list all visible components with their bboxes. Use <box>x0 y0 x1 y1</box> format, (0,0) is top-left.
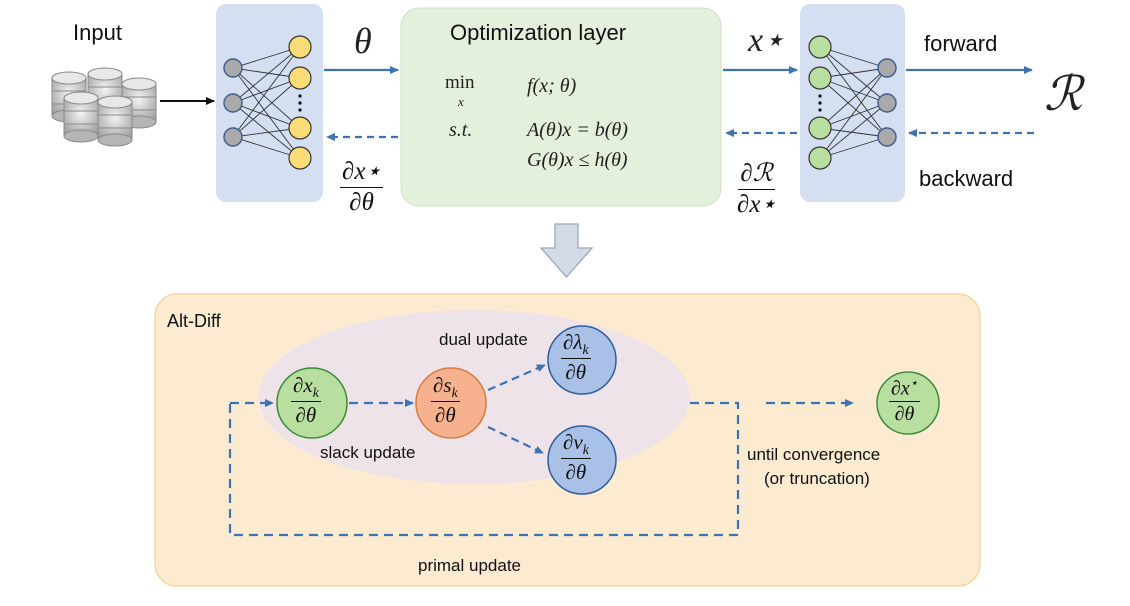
backward-label: backward <box>919 166 1014 191</box>
database-icon <box>51 67 157 147</box>
subject-to-label: s.t. <box>449 119 473 141</box>
min-operator: min <box>445 72 475 93</box>
node-s-circle <box>415 367 487 439</box>
node-s-den: ∂θ <box>434 403 456 428</box>
convergence-label-line1: until convergence <box>747 445 881 464</box>
grad-xstar-theta-num: ∂x⋆ <box>340 158 384 188</box>
altdiff-title: Alt-Diff <box>167 311 221 331</box>
input-label: Input <box>73 20 122 45</box>
node-s-label: ∂sk ∂θ <box>431 373 460 428</box>
down-arrow <box>539 223 594 278</box>
forward-label: forward <box>924 31 998 56</box>
node-out-label: ∂x⋆ ∂θ <box>889 375 920 426</box>
node-nu-num-sub: k <box>582 442 589 458</box>
min-subscript: x <box>458 94 464 109</box>
convergence-label-line2: (or truncation) <box>764 469 870 488</box>
optimization-layer-title: Optimization layer <box>450 20 627 45</box>
node-nu-num: ∂ν <box>563 430 583 454</box>
xstar-label: x⋆ <box>748 22 785 59</box>
node-lambda-num-sub: k <box>582 342 589 358</box>
node-lambda-label: ∂λk ∂θ <box>561 330 591 385</box>
left-network-neurons <box>223 35 312 170</box>
grad-risk-xstar: ∂ℛ ∂x⋆ <box>737 160 776 219</box>
grad-risk-xstar-den: ∂x⋆ <box>737 190 777 218</box>
left-network-edges <box>232 46 301 159</box>
node-nu-den: ∂θ <box>565 460 587 485</box>
equality-constraint: A(θ)x = b(θ) <box>527 119 628 141</box>
grad-risk-xstar-num: ∂ℛ <box>738 160 775 190</box>
node-s-num: ∂s <box>433 373 452 397</box>
node-x-num: ∂x <box>293 373 313 397</box>
node-s-num-sub: k <box>451 385 458 401</box>
node-out-num: ∂x <box>891 377 910 400</box>
s-to-lambda-arrow <box>487 363 546 392</box>
node-out-circle <box>876 371 940 435</box>
node-x-label: ∂xk ∂θ <box>291 373 321 428</box>
theta-label: θ <box>354 21 372 61</box>
node-x-num-sub: k <box>312 385 319 401</box>
right-network-edges <box>819 46 888 159</box>
node-nu-circle <box>547 425 617 495</box>
node-lambda-den: ∂θ <box>565 360 587 385</box>
optimization-layer-panel <box>400 7 722 207</box>
node-lambda-circle <box>547 325 617 395</box>
objective-function: f(x; θ) <box>527 75 577 97</box>
s-to-nu-arrow <box>487 426 544 454</box>
node-out-den: ∂θ <box>894 402 915 425</box>
right-network-neurons <box>808 35 897 170</box>
slack-update-label: slack update <box>320 443 416 462</box>
node-out-num-sup: ⋆ <box>909 375 918 390</box>
node-x-circle <box>276 367 348 439</box>
grad-xstar-theta-den: ∂θ <box>349 188 374 216</box>
dual-update-label: dual update <box>439 330 528 349</box>
inequality-constraint: G(θ)x ≤ h(θ) <box>527 149 628 171</box>
primal-update-label: primal update <box>418 556 522 575</box>
node-lambda-num: ∂λ <box>563 330 583 354</box>
risk-label: ℛ <box>1044 68 1083 121</box>
primal-update-loop <box>228 401 740 537</box>
node-x-den: ∂θ <box>295 403 317 428</box>
node-nu-label: ∂νk ∂θ <box>561 430 591 485</box>
grad-xstar-theta: ∂x⋆ ∂θ <box>340 158 384 217</box>
